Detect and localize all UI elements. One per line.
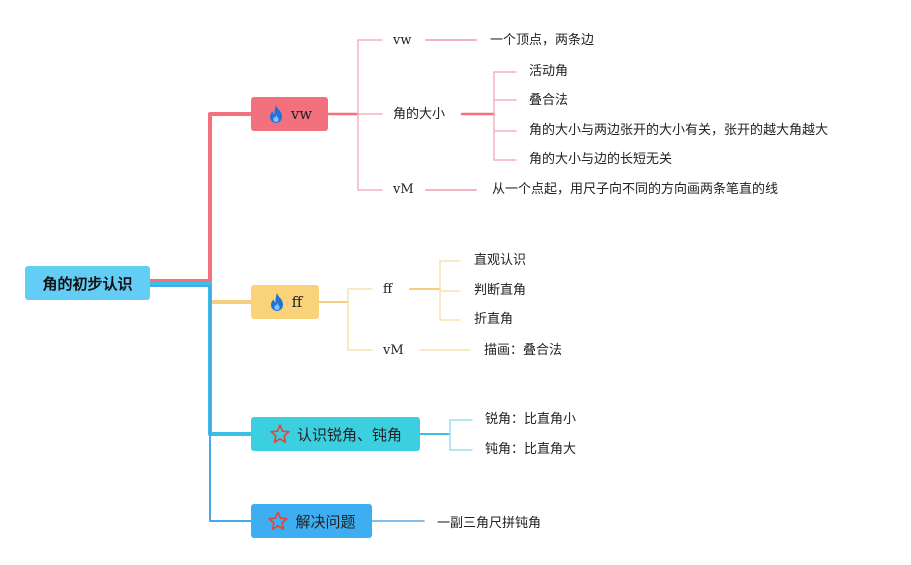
subtopic-2-2[interactable]: vM	[383, 343, 404, 358]
leaf-2-2-1[interactable]: 描画：叠合法	[484, 343, 563, 358]
branch1-lines	[326, 39, 517, 191]
branch2-lines	[318, 260, 471, 351]
fire-icon	[267, 104, 285, 124]
root-to-branch-lines	[148, 112, 253, 522]
leaf-1-2-2[interactable]: 叠合法	[529, 93, 569, 108]
leaf-1-3-1[interactable]: 从一个点起，用尺子向不同的方向画两条笔直的线	[492, 182, 779, 197]
subtopic-1-3[interactable]: vM	[393, 182, 414, 197]
star-icon	[267, 510, 289, 532]
branch-node-4[interactable]: 解决问题	[251, 504, 372, 538]
branch-node-3[interactable]: 认识锐角、钝角	[251, 417, 420, 451]
subtopic-1-2[interactable]: 角的大小	[393, 107, 446, 122]
branch-label-4: 解决问题	[295, 512, 356, 531]
leaf-2-1-2[interactable]: 判断直角	[474, 283, 527, 298]
branch-label-2: ff	[291, 293, 303, 311]
fire-icon	[268, 292, 286, 312]
branch-label-3: 认识锐角、钝角	[296, 425, 402, 444]
root-label: 角的初步认识	[42, 274, 133, 293]
root-node[interactable]: 角的初步认识	[25, 266, 150, 300]
connector-root-b3	[148, 282, 253, 436]
branch-label-1: vw	[290, 105, 313, 123]
subtopic-1-1[interactable]: vw	[393, 33, 412, 48]
branch-node-2[interactable]: ff	[251, 285, 319, 319]
subtopic-2-1[interactable]: ff	[383, 282, 393, 297]
leaf-1-2-3[interactable]: 角的大小与两边张开的大小有关，张开的越大角越大	[529, 123, 829, 138]
leaf-3-1[interactable]: 锐角：比直角小	[485, 412, 577, 427]
leaf-4-1[interactable]: 一副三角尺拼钝角	[437, 516, 542, 531]
leaf-1-2-4[interactable]: 角的大小与边的长短无关	[529, 152, 673, 167]
leaf-1-2-1[interactable]: 活动角	[529, 64, 569, 79]
leaf-2-1-1[interactable]: 直观认识	[474, 253, 527, 268]
connector-root-b4	[149, 285, 252, 522]
branch3-lines	[419, 419, 473, 451]
branch-node-1[interactable]: vw	[251, 97, 328, 131]
leaf-1-1-1[interactable]: 一个顶点，两条边	[490, 33, 595, 48]
leaf-2-1-3[interactable]: 折直角	[474, 312, 514, 327]
star-icon	[269, 423, 291, 445]
leaf-3-2[interactable]: 钝角：比直角大	[485, 442, 577, 457]
connector-root-b1	[148, 112, 253, 283]
